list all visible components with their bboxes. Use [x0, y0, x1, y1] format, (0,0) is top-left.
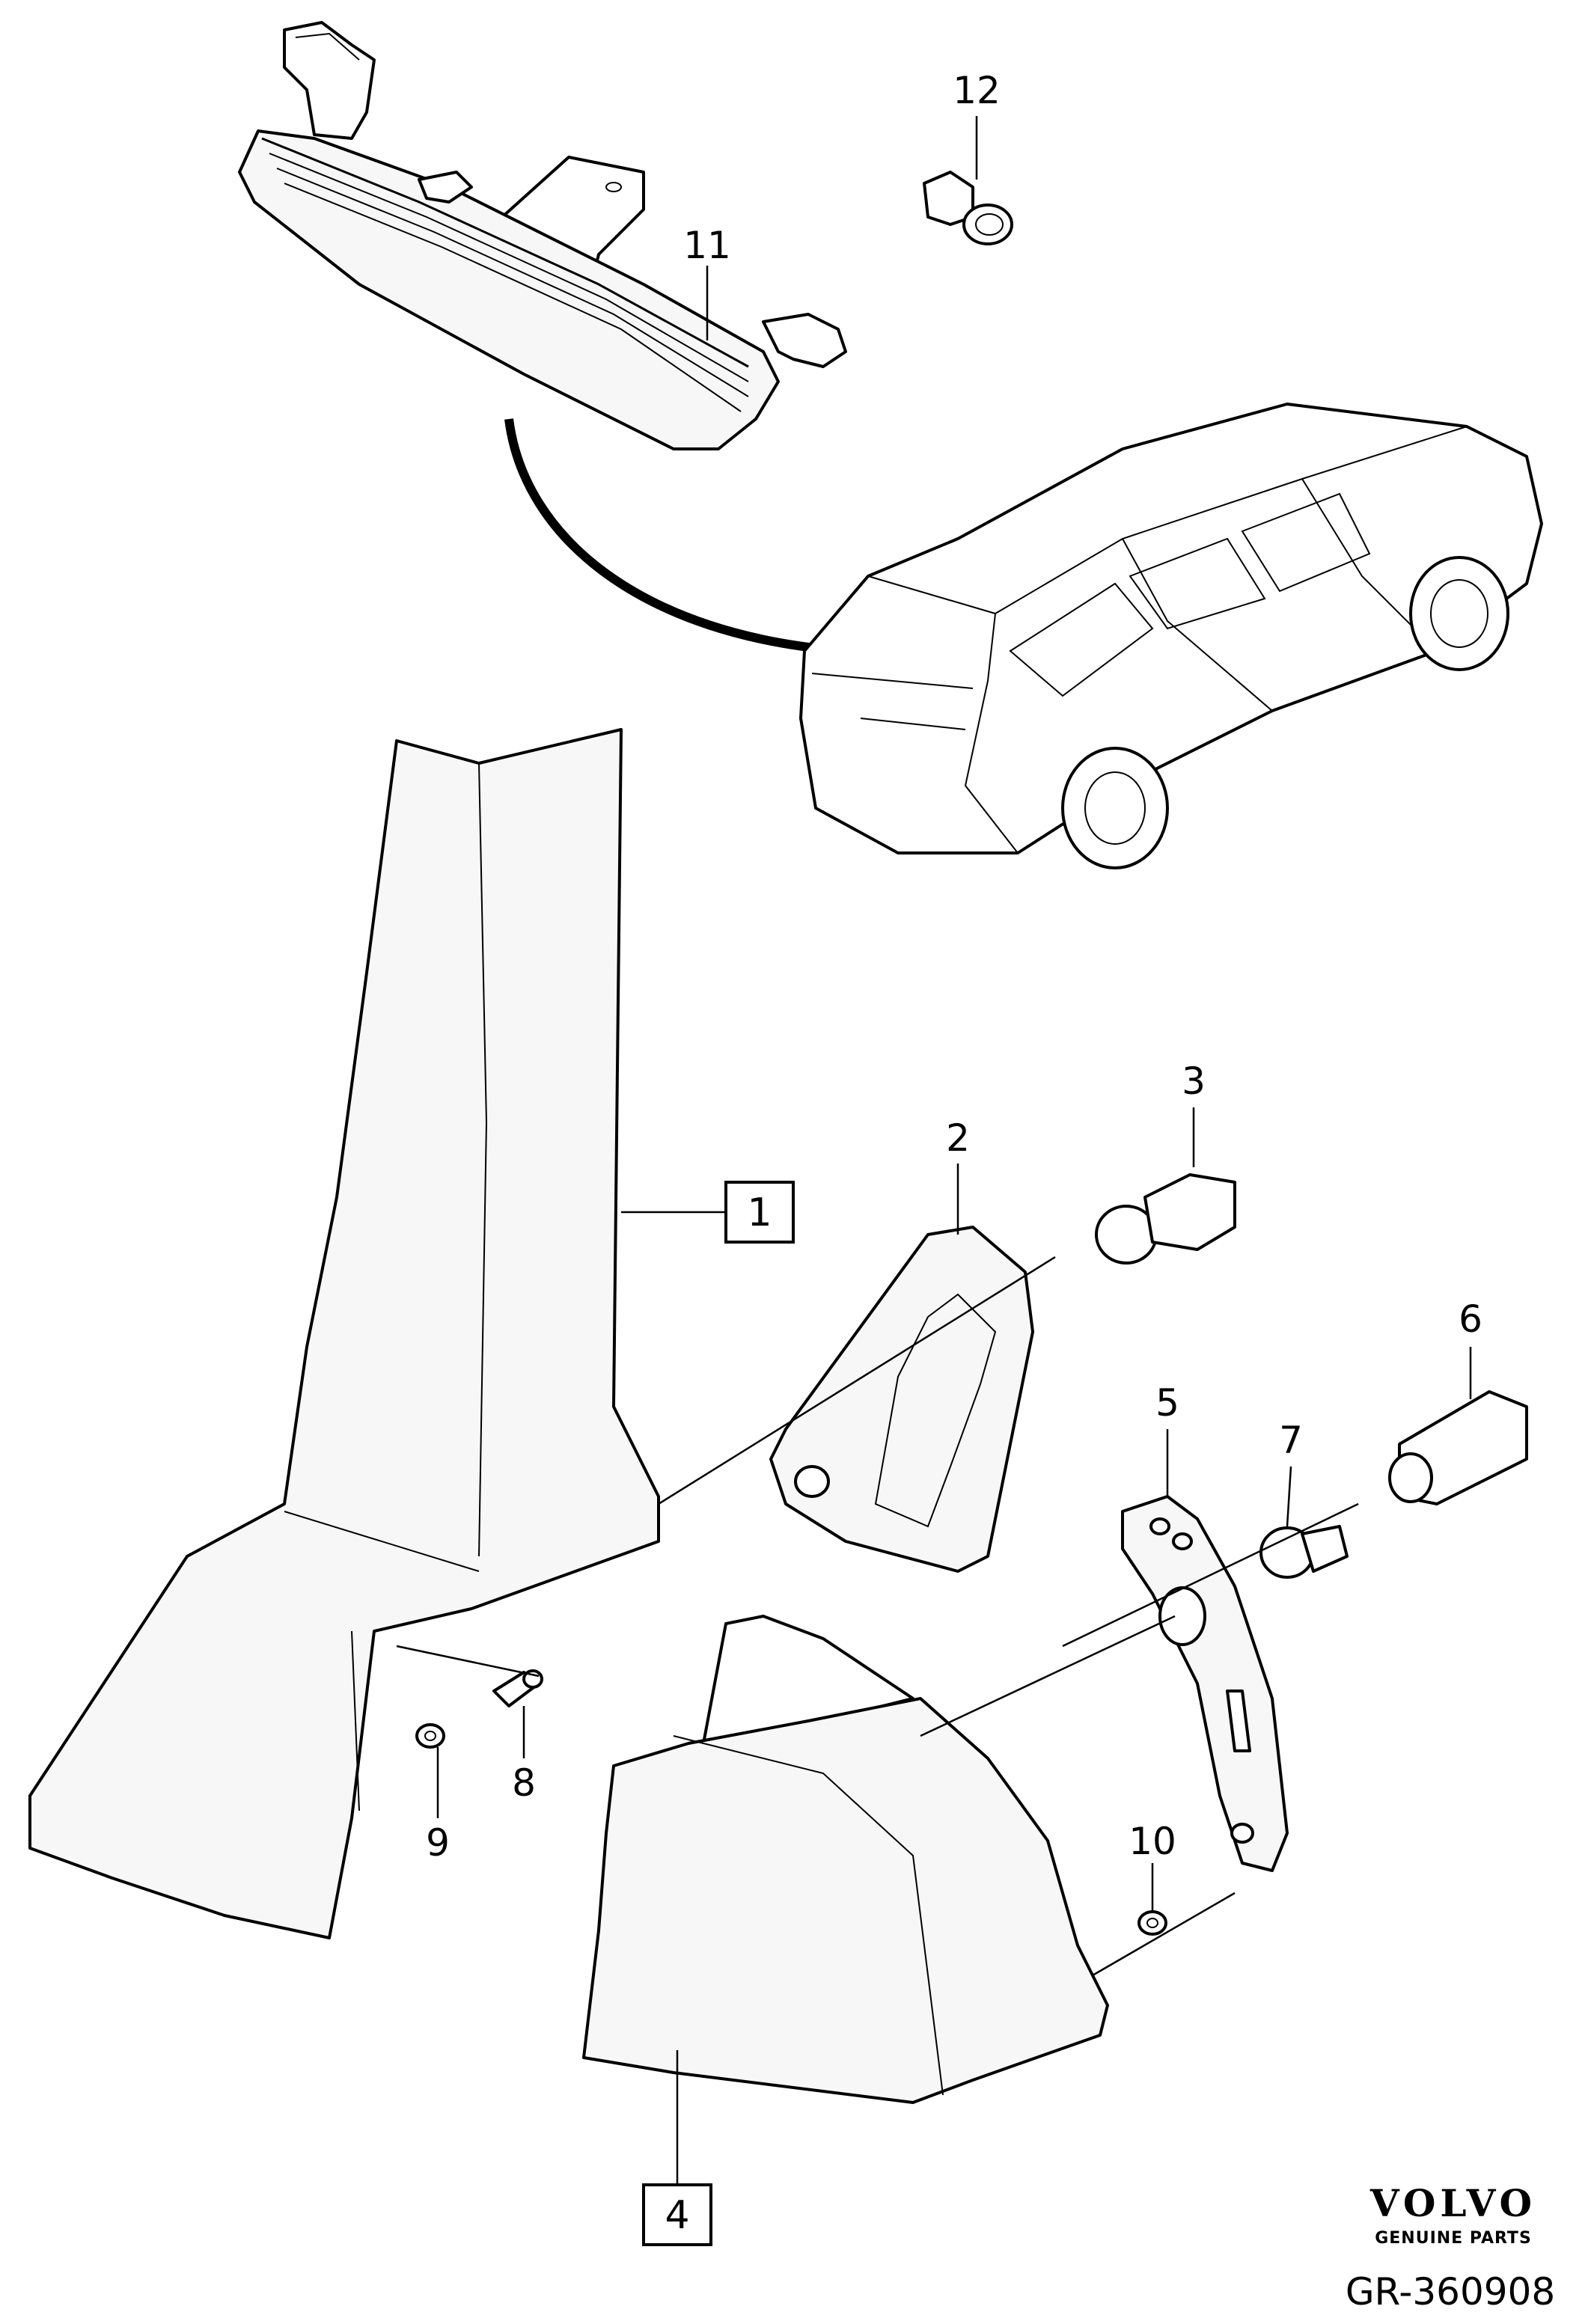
diagram-reference: GR-360908 — [1346, 2270, 1555, 2314]
callout-10: 10 — [1129, 1820, 1176, 1863]
callout-9: 9 — [426, 1821, 450, 1865]
washer-part-9 — [415, 1723, 445, 1749]
boxed-callout-1-label: 1 — [747, 1190, 772, 1235]
callout-3: 3 — [1182, 1059, 1206, 1103]
callout-8: 8 — [512, 1761, 536, 1805]
boxed-callout-1: 1 — [724, 1181, 795, 1244]
callout-7: 7 — [1279, 1419, 1303, 1462]
pillar-trim-part — [28, 728, 660, 1939]
gasket-part — [769, 1226, 1034, 1573]
tail-lamp-part — [582, 1615, 1109, 2104]
bulb-socket-part — [1095, 1173, 1236, 1265]
callout-2: 2 — [946, 1116, 970, 1160]
socket-part — [1388, 1390, 1528, 1505]
boxed-callout-4-label: 4 — [665, 2193, 689, 2238]
callout-11: 11 — [683, 224, 731, 267]
brand-logo-text: VOLVO — [1369, 2181, 1536, 2225]
holder-plate-part — [1121, 1495, 1289, 1872]
callout-5: 5 — [1155, 1381, 1179, 1425]
callout-labels: 11 12 3 2 6 5 7 8 9 10 — [426, 69, 1482, 1865]
car-illustration — [799, 403, 1543, 869]
nut-part-10 — [1137, 1910, 1167, 1936]
brake-light-part — [238, 21, 847, 450]
screw-part — [492, 1669, 543, 1707]
callout-6: 6 — [1459, 1297, 1482, 1341]
bulb-part — [1259, 1525, 1349, 1579]
boxed-callout-4: 4 — [642, 2183, 712, 2246]
brand-mark: VOLVO GENUINE PARTS — [1369, 2181, 1536, 2248]
clip-part — [923, 171, 1013, 245]
callout-12: 12 — [953, 69, 1001, 112]
leader-lines — [396, 116, 1472, 2185]
brand-tagline: GENUINE PARTS — [1375, 2229, 1532, 2248]
